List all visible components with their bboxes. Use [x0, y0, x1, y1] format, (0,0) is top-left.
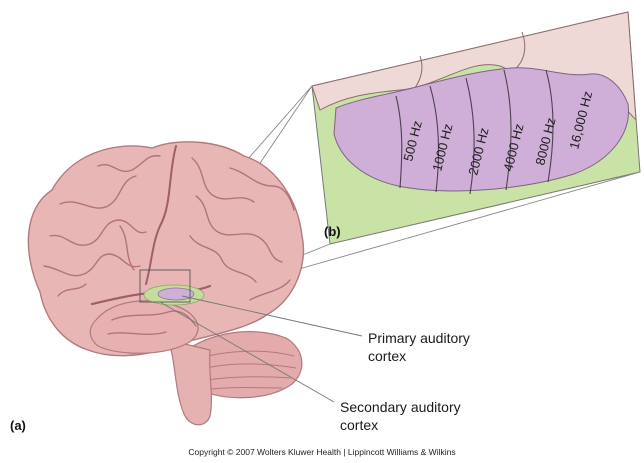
primary-label-line2: cortex — [368, 348, 406, 364]
primary-auditory-cortex-region — [158, 288, 194, 300]
primary-label-line1: Primary auditory — [368, 330, 470, 346]
secondary-label-line1: Secondary auditory — [340, 399, 461, 415]
copyright-notice: Copyright © 2007 Wolters Kluwer Health |… — [188, 447, 455, 457]
primary-auditory-cortex-label: Primary auditory cortex — [368, 330, 474, 364]
brain-illustration — [28, 142, 303, 425]
panel-b-enlarged-view: 500 Hz 1000 Hz 2000 Hz 4000 Hz 8000 Hz 1… — [312, 12, 640, 244]
secondary-auditory-cortex-label: Secondary auditory cortex — [340, 399, 465, 433]
secondary-label-line2: cortex — [340, 417, 378, 433]
panel-b-label: (b) — [324, 224, 341, 239]
panel-a-label: (a) — [10, 418, 26, 433]
brainstem — [168, 340, 211, 425]
